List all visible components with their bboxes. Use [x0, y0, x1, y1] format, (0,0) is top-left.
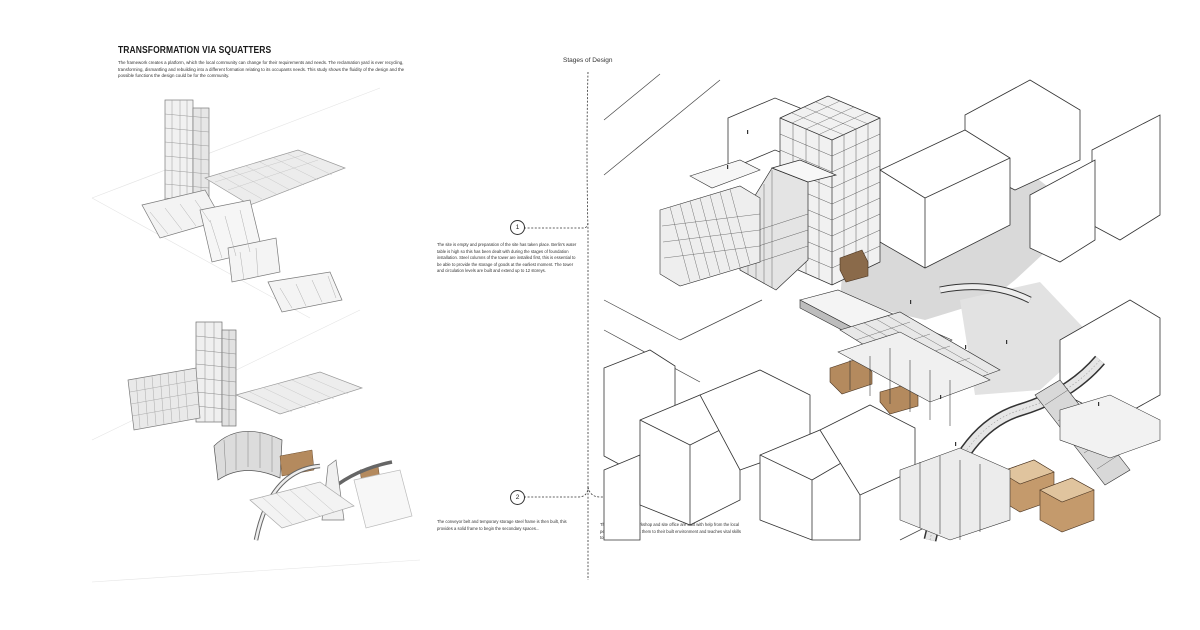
framework-drawing-bottom: [127, 321, 413, 541]
stages-title: Stages of Design: [563, 57, 613, 64]
framework-drawing-top: [141, 99, 346, 313]
base-structure: [837, 331, 1161, 541]
stage-1-description: The site is empty and preparation of the…: [437, 242, 577, 274]
stage-2-marker: 2: [510, 490, 525, 505]
stage-2-connector: [524, 486, 589, 498]
storage-grid-frame: [659, 159, 761, 287]
stage-4-connector: [587, 486, 650, 498]
stage-2-description: The conveyor belt and temporary storage …: [437, 519, 567, 531]
page-title: TRANSFORMATION VIA SQUATTERS: [118, 44, 272, 56]
intro-paragraph: The framework creates a platform, which …: [118, 60, 405, 78]
stage-1-marker: 1: [510, 220, 525, 235]
stage-1-connector: [524, 221, 589, 229]
surrounding-buildings: [603, 79, 1161, 541]
stages-timeline-line: [586, 71, 589, 580]
timber-cabins: [829, 249, 1095, 533]
people-figures: [727, 130, 1100, 446]
